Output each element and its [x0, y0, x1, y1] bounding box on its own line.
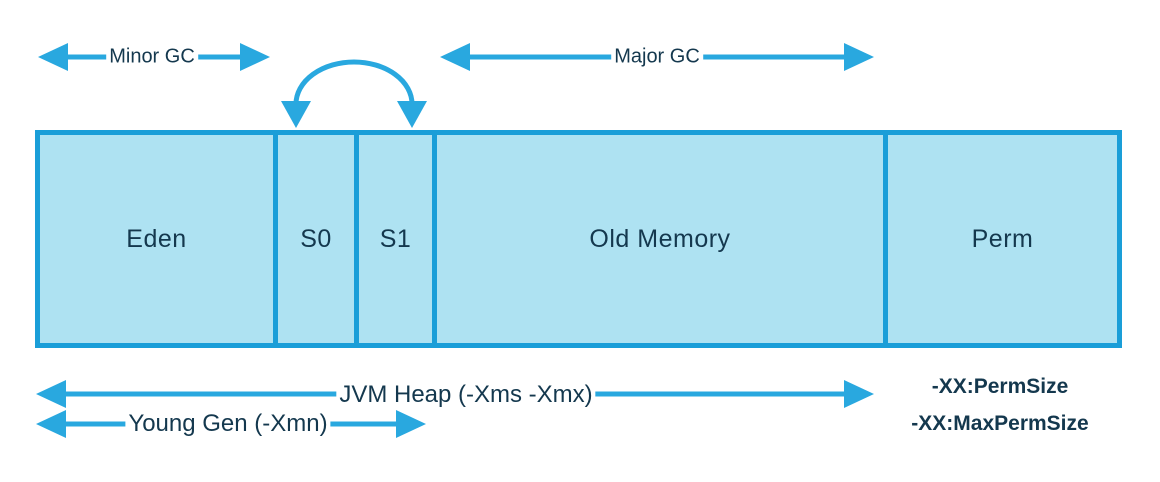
section-s1-label: S1	[379, 224, 412, 253]
section-s1: S1	[354, 135, 432, 343]
section-perm: Perm	[883, 135, 1117, 343]
s0-s1-swap-arrow	[281, 59, 427, 128]
heap-bar: Eden S0 S1 Old Memory Perm	[35, 130, 1122, 348]
section-old-memory-label: Old Memory	[589, 224, 731, 253]
section-s0-label: S0	[300, 224, 332, 253]
section-eden-label: Eden	[126, 224, 187, 253]
section-eden: Eden	[40, 135, 273, 343]
major-gc-label: Major GC	[611, 45, 703, 69]
young-gen-label: Young Gen (-Xmn)	[125, 410, 331, 438]
section-old-memory: Old Memory	[432, 135, 883, 343]
perm-size-label: -XX:PermSize	[931, 375, 1069, 398]
section-s0: S0	[273, 135, 354, 343]
section-perm-label: Perm	[971, 224, 1034, 253]
minor-gc-label: Minor GC	[106, 45, 198, 69]
jvm-heap-label: JVM Heap (-Xms -Xmx)	[336, 381, 596, 409]
max-perm-size-label: -XX:MaxPermSize	[911, 412, 1089, 435]
